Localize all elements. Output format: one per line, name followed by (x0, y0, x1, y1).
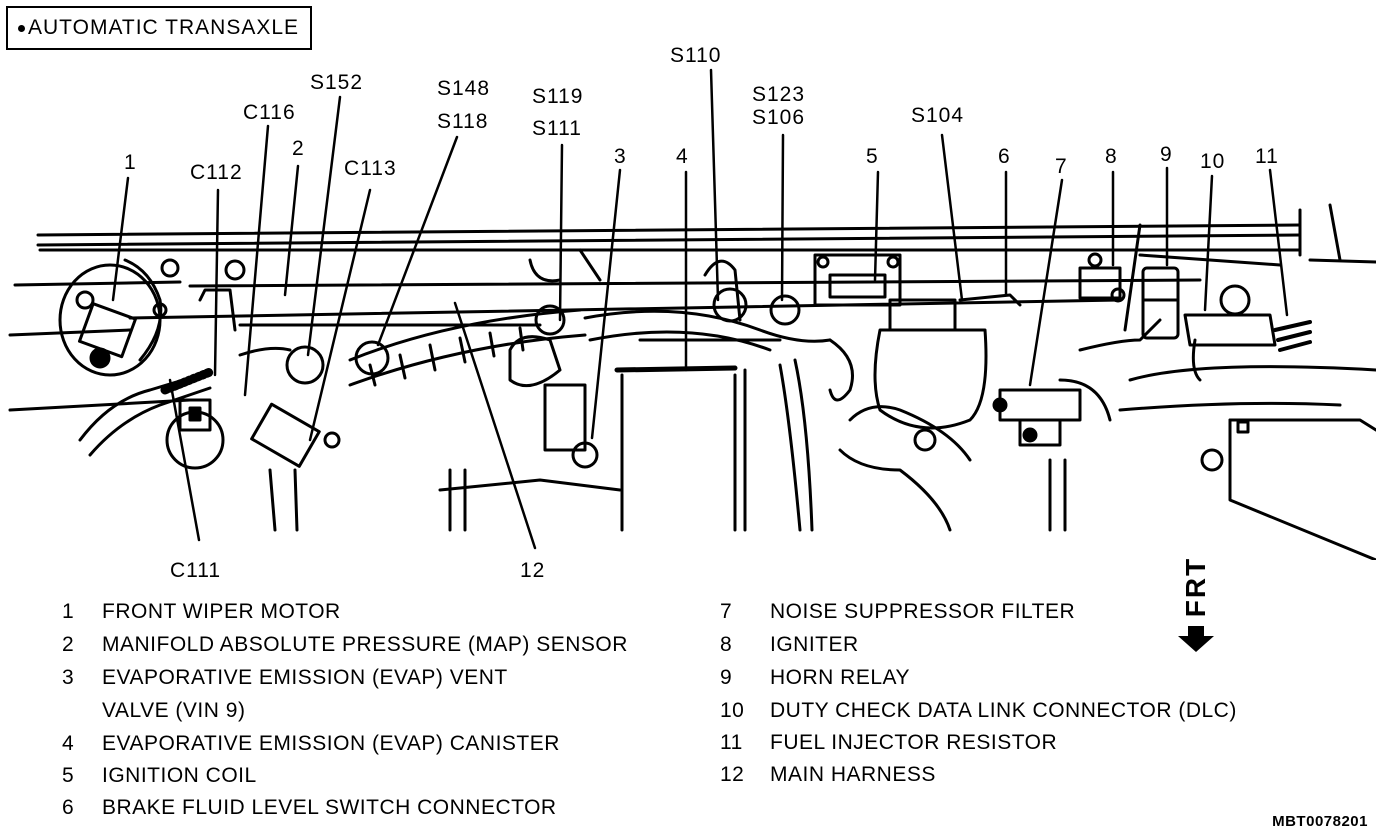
legend-number: 4 (62, 732, 75, 755)
figure-code: MBT0078201 (1272, 813, 1368, 830)
legend-text: NOISE SUPPRESSOR FILTER (770, 600, 1076, 623)
callout-c112: C112 (190, 161, 243, 184)
leader-lines (111, 68, 1289, 550)
callout-s104: S104 (911, 104, 965, 127)
legend-text: MANIFOLD ABSOLUTE PRESSURE (MAP) SENSOR (102, 633, 628, 656)
legend-left: 1 FRONT WIPER MOTOR 2 MANIFOLD ABSOLUTE … (62, 599, 702, 829)
legend-text: EVAPORATIVE EMISSION (EVAP) CANISTER (102, 732, 560, 755)
legend-text: EVAPORATIVE EMISSION (EVAP) VENT (102, 666, 508, 689)
noise-suppressor-drawing (992, 252, 1162, 532)
callout-c113: C113 (344, 157, 397, 180)
callout-11: 11 (1255, 145, 1279, 168)
callout-3: 3 (614, 145, 627, 168)
horn-relay-drawing (1141, 266, 1180, 340)
callout-9: 9 (1160, 143, 1173, 166)
cowl-lines (8, 203, 1376, 412)
legend-text: MAIN HARNESS (770, 763, 936, 786)
legend-number: 7 (720, 600, 733, 623)
callout-12: 12 (520, 559, 546, 582)
legend-number: 11 (720, 731, 743, 754)
callout-s118: S118 (437, 110, 489, 133)
callout-s119: S119 (532, 85, 584, 108)
callout-1: 1 (124, 151, 137, 174)
variant-tag: AUTOMATIC TRANSAXLE (6, 6, 312, 50)
callout-c111: C111 (170, 559, 222, 582)
engine-compartment-drawing (8, 68, 1376, 560)
legend-text: DUTY CHECK DATA LINK CONNECTOR (DLC) (770, 699, 1237, 722)
legend-text: IGNITION COIL (102, 764, 257, 787)
legend-text: FUEL INJECTOR RESISTOR (770, 731, 1058, 754)
evap-vent-valve-drawing (508, 248, 602, 469)
legend-number: 2 (62, 633, 75, 656)
callout-2: 2 (292, 137, 305, 160)
callout-s111: S111 (532, 117, 582, 140)
callout-s148: S148 (437, 77, 491, 100)
legend-text: HORN RELAY (770, 666, 910, 689)
variant-label: AUTOMATIC TRANSAXLE (28, 16, 300, 39)
legend-number: 9 (720, 666, 733, 689)
down-arrow-icon (1178, 626, 1214, 652)
brake-master-cylinder-drawing (838, 293, 1022, 532)
callout-7: 7 (1055, 155, 1068, 178)
callout-s123: S123 (752, 83, 806, 106)
callout-s106: S106 (752, 106, 806, 129)
legend-number: 1 (62, 600, 75, 623)
legend-text: IGNITER (770, 633, 859, 656)
callout-10: 10 (1200, 150, 1226, 173)
callout-s152: S152 (310, 71, 364, 94)
evap-canister-drawing (614, 365, 747, 532)
legend-text: BRAKE FLUID LEVEL SWITCH CONNECTOR (102, 796, 557, 819)
legend-text: FRONT WIPER MOTOR (102, 600, 341, 623)
front-direction-indicator: FRT (1168, 548, 1224, 658)
left-connectors-drawing (78, 259, 341, 532)
legend-number: 10 (720, 699, 745, 722)
main-harness-drawing (348, 304, 832, 387)
ignition-coil-drawing (813, 253, 902, 307)
legend-number: 5 (62, 764, 75, 787)
legend-text: VALVE (VIN 9) (102, 699, 246, 722)
legend-right: 7 NOISE SUPPRESSOR FILTER 8 IGNITER 9 HO… (720, 599, 1280, 799)
dlc-resistor-drawing (1118, 284, 1376, 560)
callout-4: 4 (676, 145, 689, 168)
callout-c116: C116 (243, 101, 296, 124)
legend-number: 6 (62, 796, 75, 819)
legend-number: 8 (720, 633, 733, 656)
bullet-icon (18, 24, 25, 32)
callout-8: 8 (1105, 145, 1118, 168)
legend-number: 12 (720, 763, 745, 786)
callout-6: 6 (998, 145, 1011, 168)
callout-s110: S110 (670, 44, 722, 67)
front-wiper-motor-drawing (58, 258, 180, 377)
hoses-drawing (438, 259, 854, 532)
callout-5: 5 (866, 145, 879, 168)
legend-number: 3 (62, 666, 75, 689)
